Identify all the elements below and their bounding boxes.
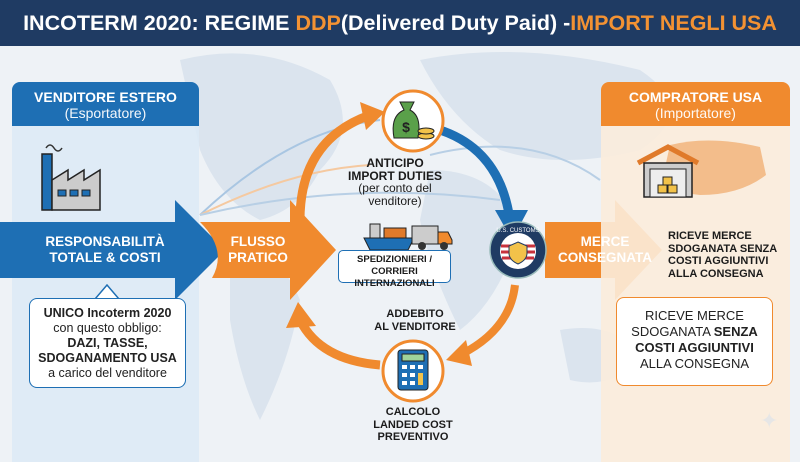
- flow-arrow: [200, 200, 336, 300]
- calc-line3: PREVENTIVO: [377, 431, 449, 443]
- flow-line1: FLUSSO: [230, 234, 286, 249]
- charge-label: ADDEBITO AL VENDITORE: [360, 308, 470, 333]
- buyer-summary-box: RICEVE MERCE SDOGANATA SENZA COSTI AGGIU…: [616, 297, 773, 386]
- cycle-arrow-calc: [458, 284, 519, 359]
- callout-pointer: [95, 284, 119, 300]
- duties-label: ANTICIPO IMPORT DUTIES (per conto del ve…: [330, 157, 460, 207]
- delivered-label: MERCE CONSEGNATA: [550, 234, 660, 266]
- calc-line1: CALCOLO: [385, 406, 441, 418]
- charge-line2: AL VENDITORE: [374, 320, 456, 333]
- seller-title: VENDITORE ESTERO: [34, 89, 177, 105]
- buyer-title: COMPRATORE USA: [628, 89, 763, 105]
- responsibility-line1: RESPONSABILITÀ: [45, 234, 165, 249]
- responsibility-arrow: [0, 200, 225, 300]
- cycle-arrow-customs: [438, 125, 515, 221]
- callout-line4: SDOGANAMENTO USA: [38, 351, 177, 365]
- shipping-line1: SPEDIZIONIERI / CORRIERI: [357, 254, 432, 277]
- page-title: INCOTERM 2020: REGIME DDP (Delivered Dut…: [0, 0, 800, 46]
- ship-truck-icon: [363, 223, 453, 251]
- seller-header: VENDITORE ESTERO (Esportatore): [12, 82, 199, 126]
- box-line1: RICEVE MERCE: [645, 308, 744, 323]
- title-ddp: DDP: [295, 10, 341, 35]
- responsibility-line2: TOTALE & COSTI: [49, 250, 161, 265]
- callout-line5: a carico del venditore: [48, 366, 167, 380]
- charge-line1: ADDEBITO: [386, 308, 444, 320]
- callout-line1: UNICO Incoterm 2020: [43, 306, 172, 320]
- duties-line2: IMPORT DUTIES: [347, 168, 442, 183]
- cycle-arrow-up: [295, 110, 372, 221]
- buyer-header: COMPRATORE USA (Importatore): [601, 82, 790, 126]
- calculator-icon: [381, 339, 445, 403]
- buyer-subtitle: (Importatore): [655, 105, 736, 121]
- customs-seal-text: U.S. CUSTOMS: [496, 228, 539, 234]
- seller-callout: UNICO Incoterm 2020 con questo obbligo: …: [29, 298, 186, 388]
- calc-label: CALCOLO LANDED COST PREVENTIVO: [355, 406, 471, 444]
- box-line4: ALLA CONSEGNA: [639, 356, 750, 371]
- buyer-text-line4: ALLA CONSEGNA: [668, 267, 764, 280]
- delivered-line1: MERCE: [580, 234, 630, 249]
- svg-text:$: $: [402, 119, 410, 135]
- responsibility-label: RESPONSABILITÀ TOTALE & COSTI: [20, 234, 190, 266]
- warehouse-icon: [636, 140, 766, 198]
- calc-line2: LANDED COST: [373, 418, 453, 431]
- cycle-arrow-return: [295, 317, 381, 370]
- duties-line3: (per conto del venditore): [358, 181, 432, 208]
- title-text: INCOTERM 2020: REGIME: [23, 10, 290, 35]
- buyer-text-line1: RICEVE MERCE: [668, 230, 752, 242]
- flow-label: FLUSSO PRATICO: [218, 234, 298, 266]
- title-usa: IMPORT NEGLI USA: [570, 10, 777, 35]
- buyer-text-line3: COSTI AGGIUNTIVI: [668, 255, 769, 267]
- delivered-line2: CONSEGNATA: [558, 250, 652, 265]
- shipping-line2: INTERNAZIONALI: [354, 278, 435, 289]
- factory-icon: [41, 144, 101, 211]
- us-customs-seal-icon: U.S. CUSTOMS: [489, 221, 547, 279]
- callout-line2: con questo obbligo:: [53, 321, 162, 335]
- flow-line2: PRATICO: [228, 250, 288, 265]
- buyer-text-line2: SDOGANATA SENZA: [668, 242, 778, 255]
- box-line2a: SDOGANATA: [631, 324, 714, 339]
- buyer-text: RICEVE MERCE SDOGANATA SENZA COSTI AGGIU…: [668, 230, 788, 280]
- title-text-2: (Delivered Duty Paid) -: [340, 10, 571, 35]
- sparkle-icon: ✦: [760, 408, 779, 433]
- callout-line3: DAZI, TASSE,: [67, 336, 148, 350]
- money-bag-icon: $: [381, 89, 445, 153]
- box-line2b: SENZA: [713, 324, 758, 339]
- box-line3: COSTI AGGIUNTIVI: [635, 340, 754, 355]
- duties-line1: ANTICIPO: [366, 156, 424, 170]
- seller-subtitle: (Esportatore): [64, 105, 147, 121]
- shipping-label: SPEDIZIONIERI / CORRIERI INTERNAZIONALI: [338, 250, 451, 289]
